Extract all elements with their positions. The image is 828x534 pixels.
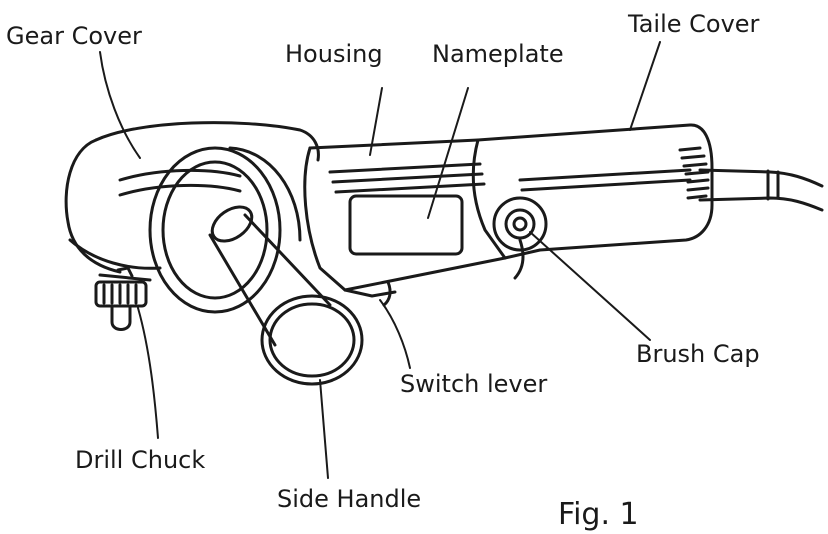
leader-side-handle: [319, 379, 329, 479]
leader-switch-lever: [379, 299, 411, 369]
leader-drill-chuck: [137, 307, 159, 439]
label-nameplate: Nameplate: [432, 40, 564, 68]
leader-nameplate: [427, 87, 469, 219]
brush-cap-part: [492, 196, 548, 252]
figure-caption: Fig. 1: [558, 497, 639, 532]
side-handle-guard: [148, 146, 302, 314]
label-housing: Housing: [285, 40, 383, 68]
leader-housing: [369, 87, 383, 156]
tail-cover: [471, 123, 714, 280]
housing-body: [303, 138, 507, 307]
leader-gear-cover: [99, 51, 141, 159]
leader-taile-cover: [629, 41, 661, 131]
drill-chuck-part: [94, 266, 152, 331]
label-switch-lever: Switch lever: [400, 370, 548, 398]
label-brush-cap: Brush Cap: [636, 340, 760, 368]
label-gear-cover: Gear Cover: [6, 22, 142, 50]
label-side-handle: Side Handle: [277, 485, 422, 513]
leader-brush-cap: [529, 231, 651, 341]
gear-cover-part: [64, 121, 320, 274]
power-cord: [698, 168, 824, 212]
label-taile-cover: Taile Cover: [628, 10, 760, 38]
leader-lines: [99, 41, 661, 479]
label-drill-chuck: Drill Chuck: [75, 446, 206, 474]
side-handle-part: [208, 205, 364, 386]
